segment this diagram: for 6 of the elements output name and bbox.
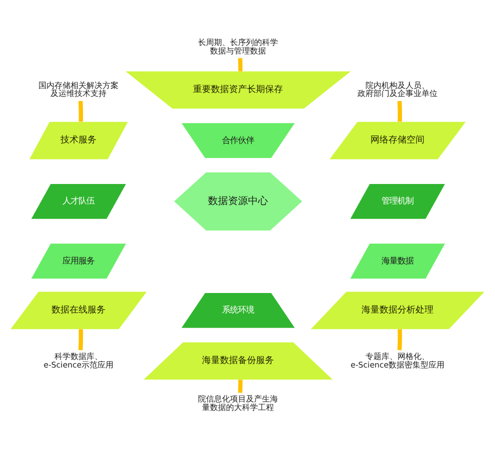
connector [397,100,402,122]
connector [78,329,83,350]
connector [78,100,84,122]
connector [397,329,402,350]
connector [238,58,242,72]
connector [238,380,242,393]
